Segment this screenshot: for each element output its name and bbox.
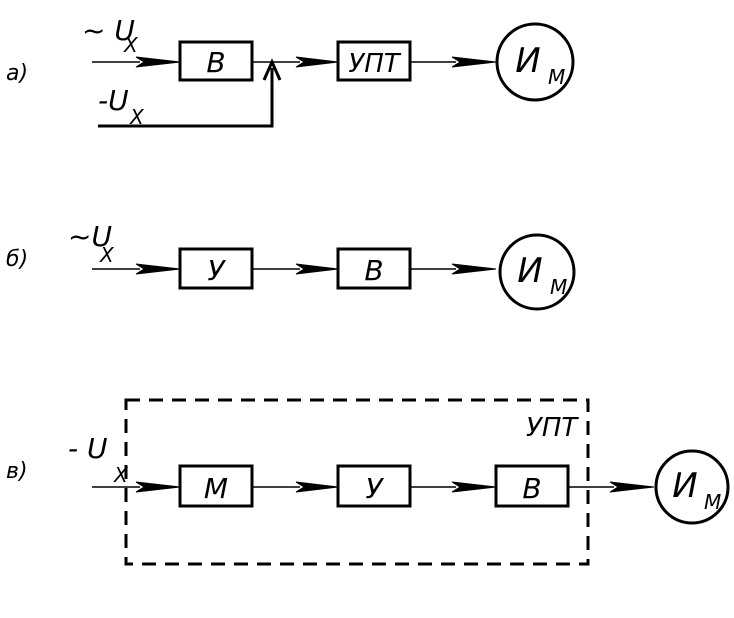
row-c-input-dc-label: - U [68, 432, 108, 465]
row-b: б) ~U X У В И М [6, 220, 576, 311]
row-a-block-dc-amplifier [336, 40, 412, 82]
row-c-arrow-4 [609, 481, 655, 493]
row-b-meter [498, 233, 576, 311]
row-c-block-rectifier-label: В [522, 472, 541, 505]
row-a-arrow-2 [295, 56, 339, 68]
row-b-label: б) [6, 247, 28, 272]
row-b-arrow-1 [135, 263, 181, 275]
row-b-block-amplifier-label: У [207, 254, 226, 287]
row-b-input-ac-label: ~U [68, 220, 112, 253]
row-c-block-rectifier [494, 464, 570, 508]
row-a-input-dc-label: -U [98, 84, 129, 117]
row-b-input-ac-subscript: X [99, 243, 115, 267]
row-a-input-ac-subscript: X [123, 33, 139, 57]
row-b-meter-subscript: М [550, 275, 567, 299]
row-a-input-ac-label: ~ U [82, 14, 135, 47]
row-a-block-rectifier [178, 40, 254, 82]
row-a-arrow-1 [135, 56, 181, 68]
row-c-arrow-2 [295, 481, 339, 493]
row-c-block-modulator-label: М [204, 472, 228, 505]
row-a-label: а) [6, 61, 28, 86]
row-c-block-modulator [178, 464, 254, 508]
row-c-dc-amplifier-group [124, 398, 590, 566]
row-a-meter-label: И [515, 41, 540, 81]
row-c-block-amplifier-label: У [365, 472, 384, 505]
row-c-meter-subscript: М [704, 490, 721, 514]
row-b-block-rectifier-label: В [364, 254, 383, 287]
row-a-input-dc-subscript: X [129, 105, 145, 129]
row-a-block-dc-amplifier-label: УПТ [348, 49, 401, 79]
row-c-meter-label: И [672, 466, 697, 506]
row-c-label: в) [6, 459, 28, 484]
row-c-arrow-3 [451, 481, 497, 493]
row-c-block-amplifier [336, 464, 412, 508]
row-b-meter-label: И [517, 251, 542, 291]
row-c-arrow-1 [135, 481, 181, 493]
row-a-meter [495, 22, 575, 102]
row-b-arrow-3 [451, 263, 497, 275]
row-c-meter [654, 449, 730, 525]
row-b-arrow-2 [295, 263, 339, 275]
row-a: а) ~ U X -U X В УПТ И М [6, 14, 575, 129]
row-c-group-label: УПТ [526, 413, 579, 443]
row-a-bypass-arrowhead [262, 58, 282, 81]
row-a-arrow-3 [451, 56, 497, 68]
row-a-meter-subscript: М [548, 65, 565, 89]
row-c: в) - U X УПТ М У В И М [6, 398, 730, 566]
row-a-bypass-line [98, 68, 274, 128]
row-a-block-rectifier-label: В [206, 46, 225, 79]
